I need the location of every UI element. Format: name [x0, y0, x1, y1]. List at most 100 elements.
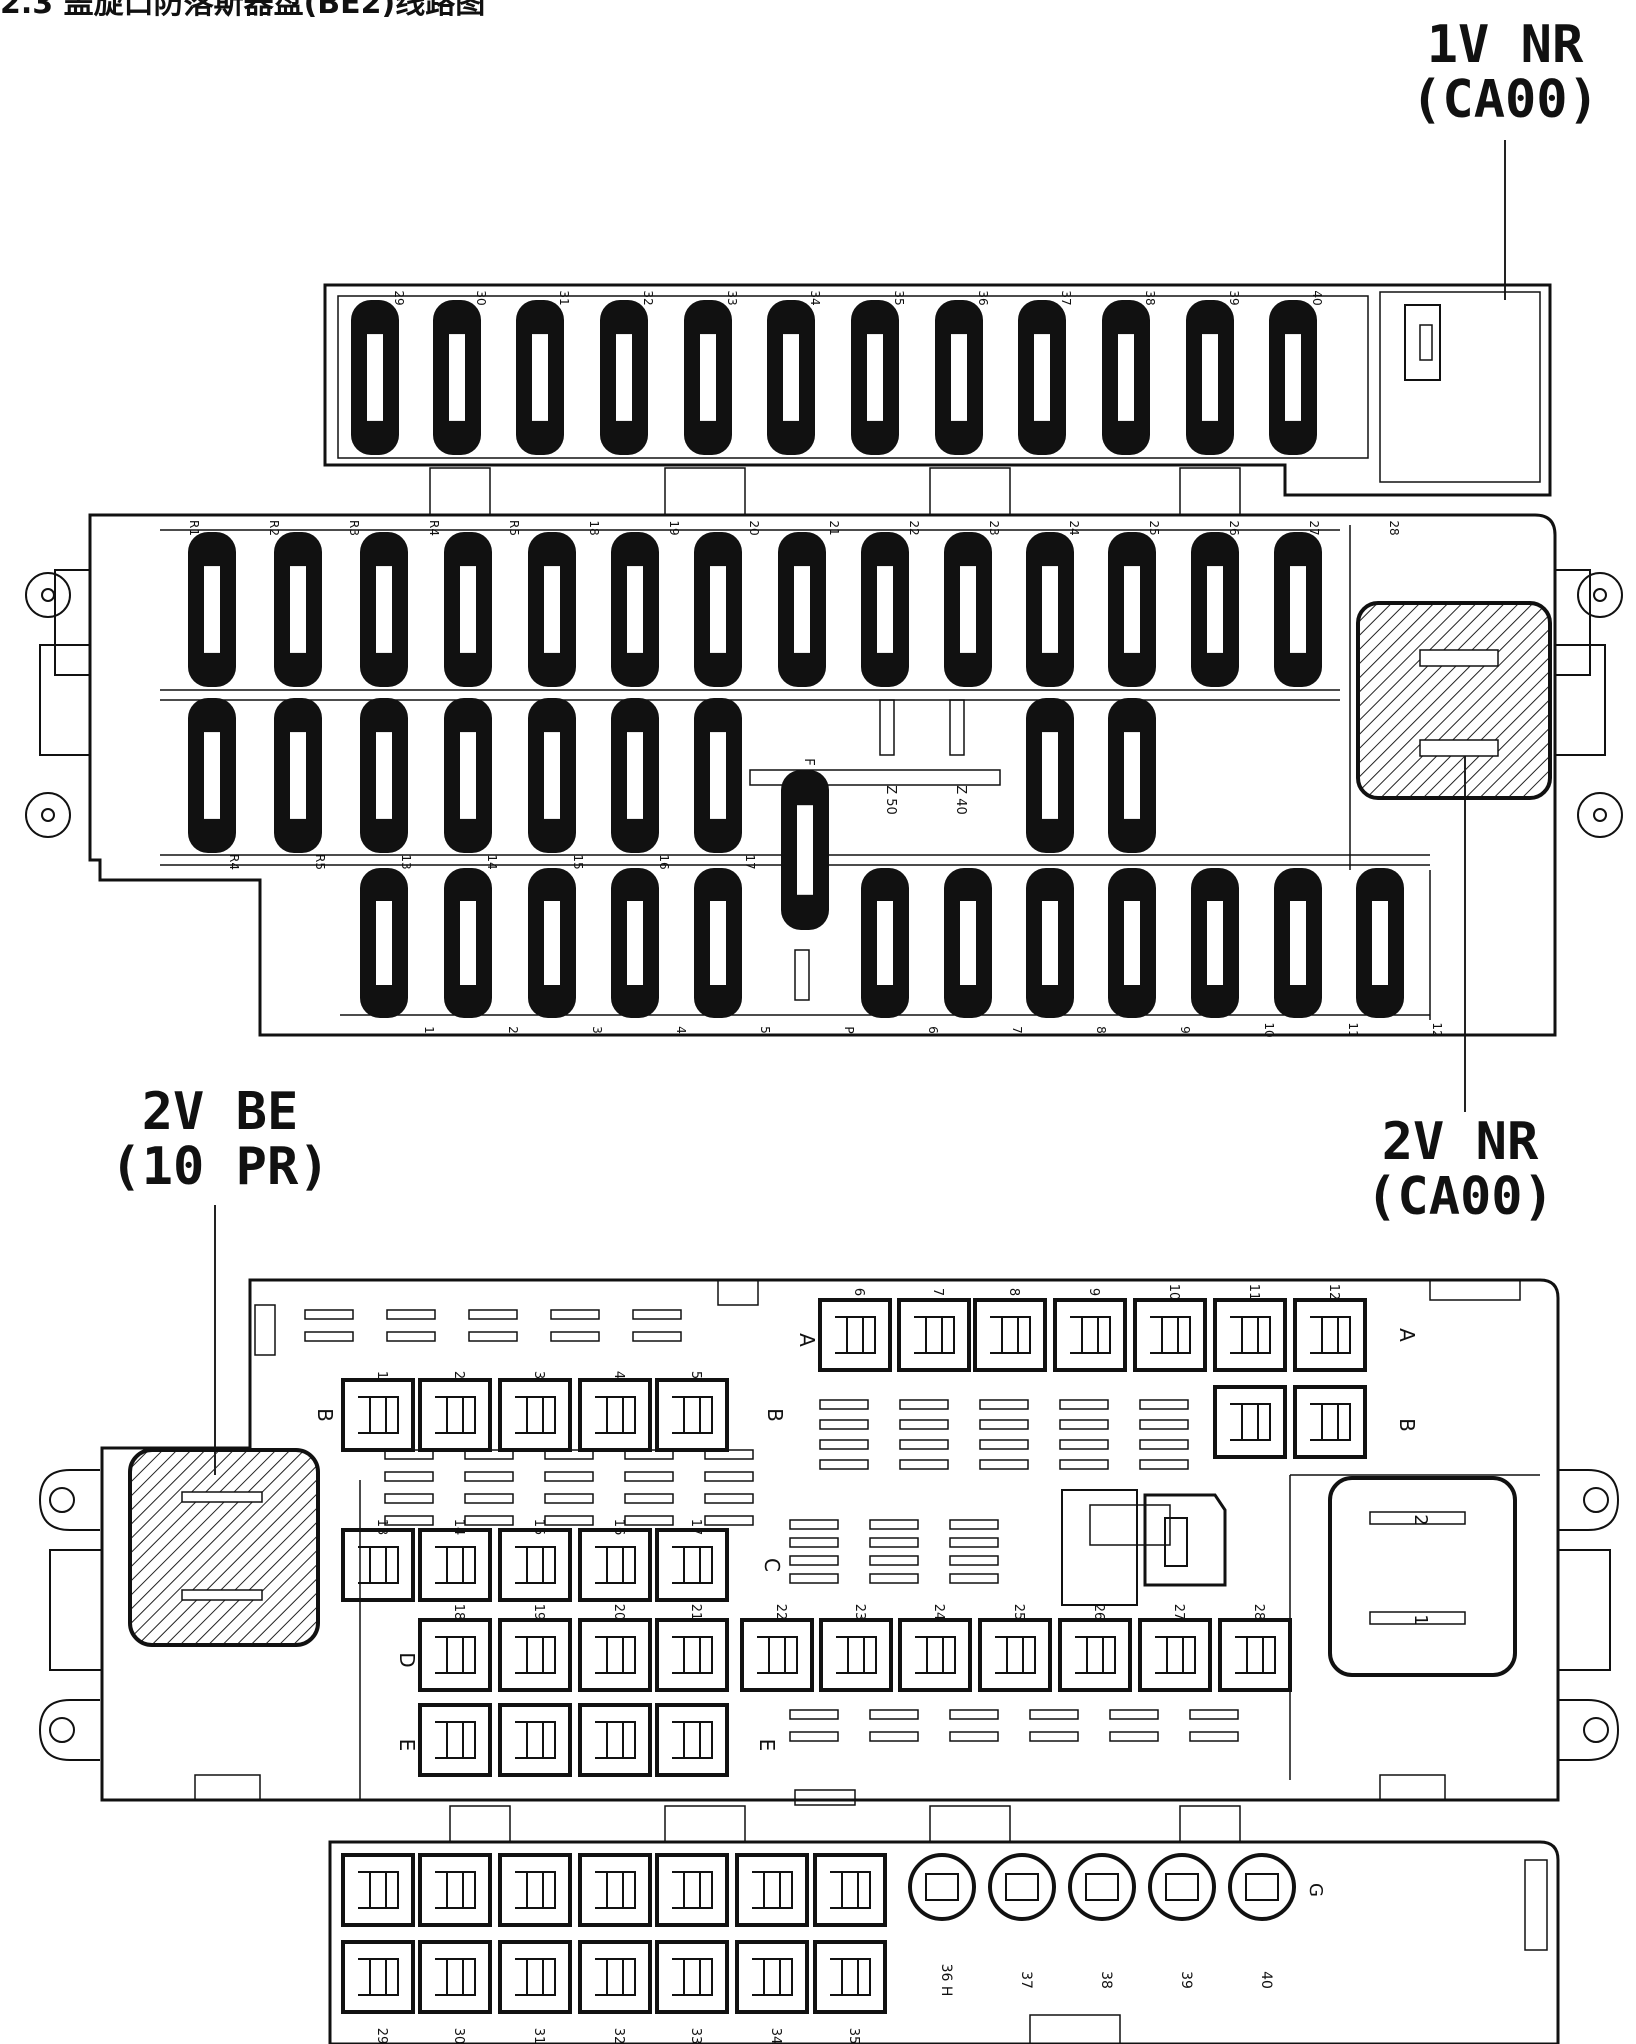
callout-2v-nr-line2: (CA00) [1366, 1166, 1554, 1227]
bottom-fuse-frame [341, 1853, 415, 1927]
row-c-fuse-frame [578, 1528, 652, 1602]
row3-fuse-window [1372, 901, 1388, 985]
row-b-fuse-frame [1293, 1385, 1367, 1459]
row-b-fuse [578, 1378, 652, 1452]
bottom-fuse-number: 6 [926, 1026, 940, 1034]
bottom-fuse [735, 1940, 809, 2014]
slot [979, 1399, 1029, 1410]
round-fuse-blade [1085, 1873, 1119, 1901]
row1-fuse-number: R3 [347, 520, 361, 536]
row-d-fuse [740, 1618, 814, 1692]
row-d-fuse-frame [740, 1618, 814, 1692]
slot [544, 1493, 594, 1504]
row-c-number: 15 [531, 1519, 546, 1536]
row-c-fuse-blade [435, 1546, 476, 1584]
slot [632, 1309, 682, 1320]
row-a-fuse-frame [1133, 1298, 1207, 1372]
row-d-number: 19 [531, 1604, 546, 1621]
row-b-fuse-blade [595, 1396, 636, 1434]
strip-fuse-window [783, 334, 799, 421]
slot [384, 1471, 434, 1482]
bottom-fuse-blade [358, 1958, 399, 1996]
strip-fuse-number: 29 [392, 290, 406, 305]
row-a-fuse-frame [897, 1298, 971, 1372]
row1-fuse [1026, 532, 1074, 687]
row-e-fuse-frame [655, 1703, 729, 1777]
callout-2v-be-line1: 2V BE [141, 1082, 299, 1142]
row-b-fuse [1213, 1385, 1287, 1459]
bottom-fuse-number: 12 [1430, 1022, 1444, 1037]
slot [624, 1471, 674, 1482]
slot [949, 1573, 999, 1584]
row-a-fuse [1293, 1298, 1367, 1372]
row-d-fuse-frame [1218, 1618, 1292, 1692]
bottom-fuse-frame [498, 1853, 572, 1927]
row-e-fuse [418, 1703, 492, 1777]
row-d-fuse [655, 1618, 729, 1692]
row-b-fuse [341, 1378, 415, 1452]
row-d-number: 23 [852, 1604, 867, 1621]
row-d-fuse-frame [1138, 1618, 1212, 1692]
row-b-number: 1 [374, 1371, 389, 1379]
row-d-fuse-frame [819, 1618, 893, 1692]
bottom-fuse [813, 1940, 887, 2014]
slot [869, 1731, 919, 1742]
row2-fuse [694, 698, 742, 853]
bottom-fuse [418, 1940, 492, 2014]
round-fuse-ring [908, 1853, 976, 1921]
row1-fuse-number: 23 [987, 520, 1001, 535]
round-number: 38 [1098, 1971, 1114, 1989]
center-label: Z 40 [953, 785, 968, 815]
round-fuse-blade [1005, 1873, 1039, 1901]
strip-fuse-number: 31 [557, 290, 571, 305]
slot [464, 1449, 514, 1460]
row-d-fuse-blade [915, 1636, 956, 1674]
row-e-letter: E [755, 1739, 779, 1752]
row3-fuse [360, 868, 408, 1018]
row1-fuse-window [1042, 566, 1058, 653]
slot [789, 1731, 839, 1742]
row-a-fuse-blade [1070, 1316, 1111, 1354]
row-b-number: 5 [688, 1371, 703, 1379]
slot [1189, 1709, 1239, 1720]
row1-fuse-number: 20 [747, 520, 761, 535]
row3-fuse [694, 868, 742, 1018]
slot [704, 1449, 754, 1460]
slot [979, 1439, 1029, 1450]
row3-fuse [444, 868, 492, 1018]
round-fuse [908, 1853, 976, 1921]
row-a-number: 11 [1246, 1284, 1261, 1301]
slot [869, 1573, 919, 1584]
row-d-fuse-frame [898, 1618, 972, 1692]
slot [544, 1515, 594, 1526]
row-d-fuse [418, 1618, 492, 1692]
row-d-number: 24 [931, 1604, 946, 1621]
round-fuse-blade [925, 1873, 959, 1901]
row-d-fuse [898, 1618, 972, 1692]
bottom-number: 30 [451, 2028, 466, 2044]
strip-fuse-window [700, 334, 716, 421]
row1-fuse [611, 532, 659, 687]
row-d-fuse-blade [1075, 1636, 1116, 1674]
slot [979, 1419, 1029, 1430]
slot [384, 1449, 434, 1460]
row3-fuse [1108, 868, 1156, 1018]
strip-fuse [1269, 300, 1317, 455]
row2-fuse [1026, 698, 1074, 853]
bottom-fuse [498, 1853, 572, 1927]
row1-fuse-number: 25 [1147, 520, 1161, 535]
bottom-fuse-blade [435, 1958, 476, 1996]
slot [949, 1731, 999, 1742]
bottom-fuse-blade [830, 1958, 871, 1996]
callout-1v-nr-line2: (CA00) [1411, 69, 1599, 130]
strip-fuse [600, 300, 648, 455]
row-b-fuse-blade [1230, 1403, 1271, 1441]
row-d-fuse-blade [435, 1636, 476, 1674]
row3-fuse-window [1290, 901, 1306, 985]
bottom-fuse-number: 4 [674, 1026, 688, 1034]
slot [464, 1515, 514, 1526]
row-e-letter: E [395, 1739, 419, 1752]
row3-fuse [1356, 868, 1404, 1018]
row1-fuse-window [1290, 566, 1306, 653]
